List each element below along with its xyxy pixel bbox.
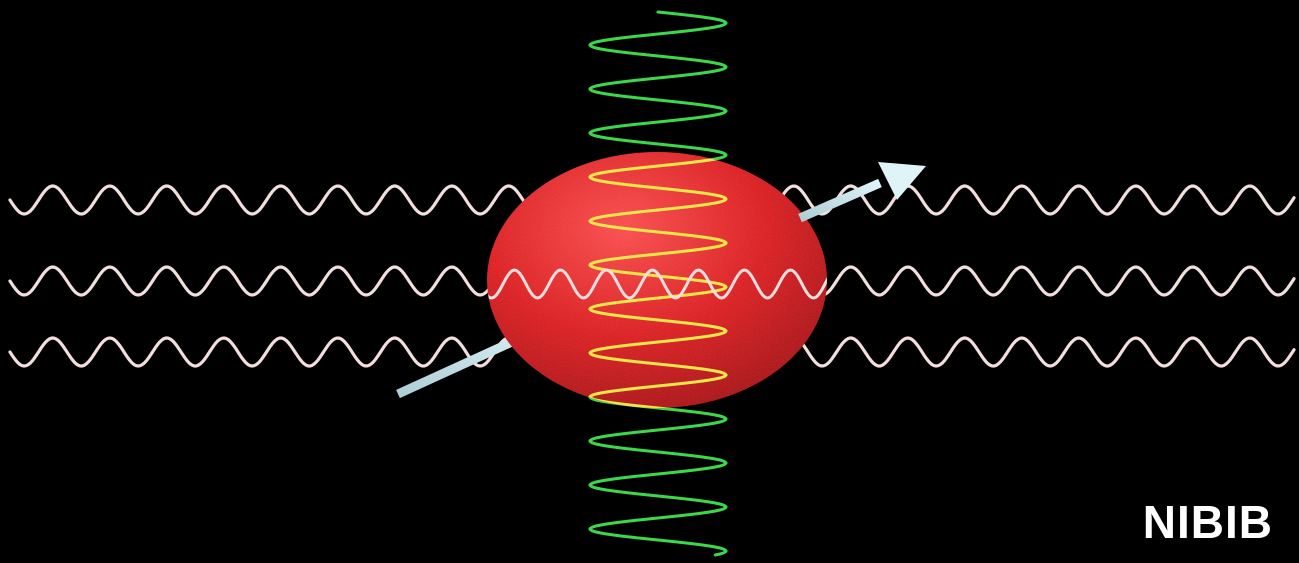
nucleus-sphere (487, 152, 827, 408)
nibib-watermark: NIBIB (1143, 499, 1273, 545)
arrow-icon (800, 162, 926, 218)
